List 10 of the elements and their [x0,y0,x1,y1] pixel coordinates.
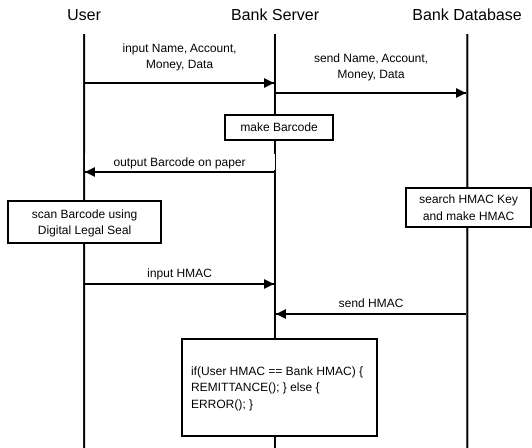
arrow [276,88,466,98]
code-box: if(User HMAC == Bank HMAC) { REMITTANCE(); } else { ERROR(); } [181,338,378,437]
process-box: scan Barcode using Digital Legal Seal [7,200,162,244]
arrow [85,78,274,88]
edge-label: output Barcode on paper [84,154,274,170]
process-box: search HMAC Key and make HMAC [405,187,532,228]
arrow [276,309,466,319]
process-box: make Barcode [224,114,334,141]
arrow [85,279,274,289]
arrow [85,167,274,177]
